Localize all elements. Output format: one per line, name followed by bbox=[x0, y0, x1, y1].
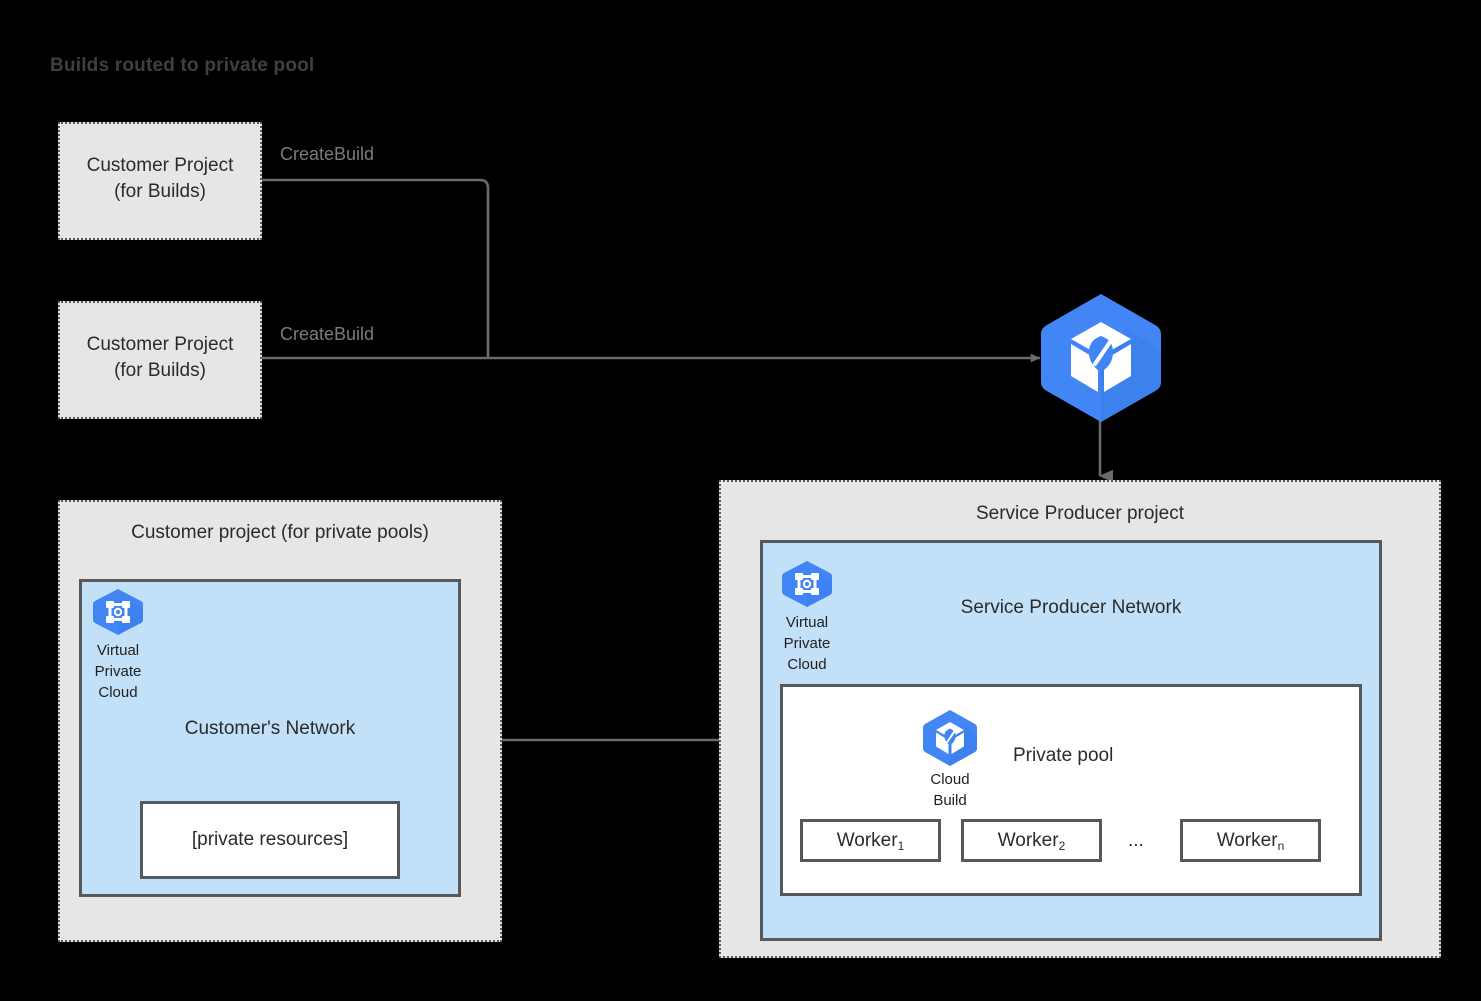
customer-private-pools-project-heading: Customer project (for private pools) bbox=[131, 522, 429, 543]
customer-build-project-1[interactable]: Customer Project (for Builds) bbox=[58, 122, 262, 240]
customer-build-project-2[interactable]: Customer Project (for Builds) bbox=[58, 301, 262, 419]
vpc-caption-line3: Cloud bbox=[98, 684, 138, 701]
private-pool-box[interactable] bbox=[780, 684, 1362, 896]
customer-build-project-1-line1: Customer Project bbox=[86, 155, 234, 176]
worker-1-index: 1 bbox=[897, 838, 905, 853]
virtual-private-cloud-caption-right: Virtual Private Cloud bbox=[775, 612, 839, 675]
customer-build-project-1-line2: (for Builds) bbox=[114, 181, 206, 202]
worker-box-1[interactable]: Worker1 bbox=[800, 819, 941, 862]
worker-n-label: Workern bbox=[1216, 829, 1285, 853]
edge-label-createbuild-1: CreateBuild bbox=[280, 144, 375, 164]
cloud-build-icon bbox=[922, 709, 978, 767]
virtual-private-cloud-caption-left: Virtual Private Cloud bbox=[86, 640, 150, 703]
cloud-build-caption-line2: Build bbox=[933, 792, 967, 809]
private-resources-label: [private resources] bbox=[191, 829, 349, 850]
worker-n-name: Worker bbox=[1216, 829, 1278, 851]
worker-box-2[interactable]: Worker2 bbox=[961, 819, 1102, 862]
private-pool-label: Private pool bbox=[1013, 745, 1114, 766]
customers-network-label: Customer's Network bbox=[184, 718, 356, 739]
worker-1-label: Worker1 bbox=[836, 829, 905, 853]
worker-2-index: 2 bbox=[1058, 838, 1066, 853]
cloud-build-caption: Cloud Build bbox=[913, 769, 987, 811]
customer-build-project-2-line1: Customer Project bbox=[86, 334, 234, 355]
cloud-build-caption-line1: Cloud bbox=[930, 771, 970, 788]
customer-build-project-2-line2: (for Builds) bbox=[114, 360, 206, 381]
service-producer-network-label: Service Producer Network bbox=[960, 597, 1182, 618]
service-producer-project-heading: Service Producer project bbox=[975, 503, 1185, 524]
worker-box-n[interactable]: Workern bbox=[1180, 819, 1321, 862]
virtual-private-cloud-icon bbox=[781, 560, 833, 608]
worker-1-name: Worker bbox=[836, 829, 898, 851]
virtual-private-cloud-icon bbox=[92, 588, 144, 636]
worker-n-index: n bbox=[1277, 838, 1285, 853]
edge-label-createbuild-2: CreateBuild bbox=[280, 324, 375, 344]
vpc-caption-line3: Cloud bbox=[787, 656, 827, 673]
worker-ellipsis: ... bbox=[1128, 830, 1144, 851]
vpc-caption-line1: Virtual bbox=[785, 614, 829, 631]
vpc-caption-line1: Virtual bbox=[96, 642, 140, 659]
page-title: Builds routed to private pool bbox=[50, 55, 315, 76]
private-resources-box[interactable]: [private resources] bbox=[140, 801, 400, 879]
cloud-build-icon[interactable] bbox=[1040, 292, 1162, 424]
vpc-caption-line2: Private bbox=[94, 663, 142, 680]
worker-2-label: Worker2 bbox=[997, 829, 1066, 853]
worker-2-name: Worker bbox=[997, 829, 1059, 851]
vpc-caption-line2: Private bbox=[783, 635, 831, 652]
